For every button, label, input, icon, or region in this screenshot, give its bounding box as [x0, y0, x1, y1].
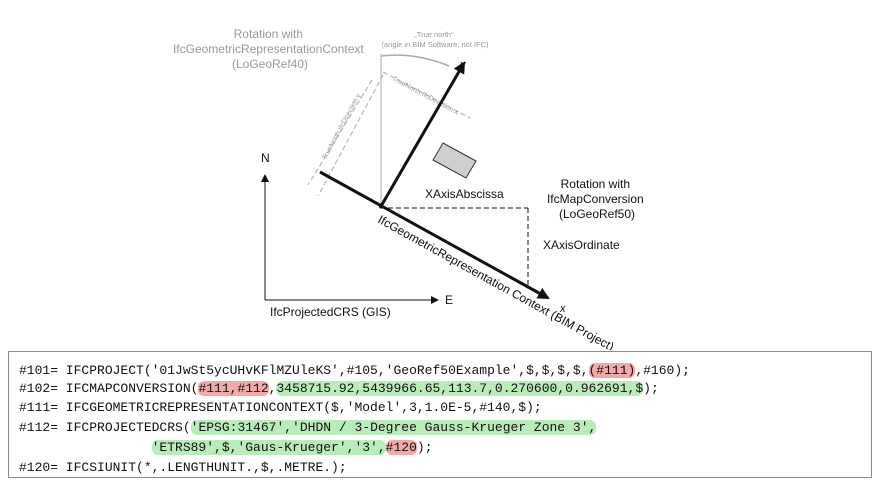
axis-y-label: y: [459, 59, 467, 71]
building-rectangle: [432, 142, 477, 179]
true-north-line-2: (angle in BIM Software, not IFC): [381, 40, 489, 49]
context-rotation-line-3: (LoGeoRef40): [232, 57, 308, 71]
code-text: #111= IFCGEOMETRICREPRESENTATIONCONTEXT(…: [19, 400, 542, 415]
highlight-reference: #120: [385, 440, 417, 455]
true-north-y-label: TrueNorth.IfcDirection.y: [322, 92, 363, 161]
bim-context-label: IfcGeometricRepresentation Context (BIM …: [376, 212, 617, 350]
code-text: );: [416, 440, 433, 455]
map-conversion-line-1: Rotation with: [561, 177, 630, 191]
code-line: 'ETRS89',$,'Gaus-Krueger','3',#120);: [19, 440, 433, 456]
true-north-x-label: TrueNorth.IfcDirection.x: [391, 76, 460, 117]
true-north-y-dashed-2: [307, 79, 373, 186]
code-text: );: [643, 381, 659, 396]
gis-crs-label: IfcProjectedCRS (GIS): [270, 305, 391, 319]
highlight-value: 3458715.92,5439966.65,113.7,0.270600,0.9…: [276, 381, 644, 396]
context-rotation-line-1: Rotation with: [234, 27, 303, 41]
bim-x-axis: [319, 170, 550, 300]
map-conversion-line-3: (LoGeoRef50): [559, 207, 635, 221]
context-rotation-label: Rotation with IfcGeometricRepresentation…: [173, 27, 367, 71]
georef-diagram: N E IfcProjectedCRS (GIS) Rotation with …: [173, 27, 647, 350]
code-text: [19, 440, 152, 455]
map-conversion-line-2: IfcMapConversion: [547, 192, 644, 206]
true-north-line-1: „True north“: [414, 30, 454, 39]
east-label: E: [445, 293, 453, 307]
rotation-arc: [380, 54, 450, 67]
context-rotation-line-2: IfcGeometricRepresentationContext: [173, 42, 364, 56]
highlight-value: 'EPSG:31467','DHDN / 3-Degree Gauss-Krue…: [190, 420, 597, 435]
code-line: #120= IFCSIUNIT(*,.LENGTHUNIT.,$,.METRE.…: [19, 460, 347, 476]
highlight-value: 'ETRS89',$,'Gaus-Krueger','3',: [151, 440, 386, 455]
code-text: #112= IFCPROJECTEDCRS(: [19, 420, 191, 435]
true-north-x-dashed: [382, 71, 471, 119]
bim-y-axis: [378, 61, 466, 209]
code-text: #102= IFCMAPCONVERSION(: [19, 381, 199, 396]
highlight-reference: #111,#112: [198, 381, 269, 396]
x-abscissa-label: XAxisAbscissa: [425, 187, 504, 201]
map-conversion-label: Rotation with IfcMapConversion (LoGeoRef…: [547, 177, 647, 221]
code-text: ,#160);: [635, 363, 690, 378]
code-text: #101= IFCPROJECT('01JwSt5ycUHvKFlMZUleKS…: [19, 363, 589, 378]
code-text: ,: [268, 381, 277, 396]
code-line: #111= IFCGEOMETRICREPRESENTATIONCONTEXT(…: [19, 400, 542, 416]
axis-x-label: x: [559, 303, 566, 315]
code-line: #101= IFCPROJECT('01JwSt5ycUHvKFlMZUleKS…: [19, 363, 690, 379]
north-label: N: [261, 151, 270, 165]
ifc-code-block: #101= IFCPROJECT('01JwSt5ycUHvKFlMZUleKS…: [8, 351, 872, 478]
code-line: #112= IFCPROJECTEDCRS('EPSG:31467','DHDN…: [19, 420, 597, 436]
code-text: #120= IFCSIUNIT(*,.LENGTHUNIT.,$,.METRE.…: [19, 460, 347, 475]
true-north-label: „True north“ (angle in BIM Software, not…: [381, 30, 489, 49]
highlight-reference: (#111): [588, 363, 636, 378]
code-line: #102= IFCMAPCONVERSION(#111,#112,3458715…: [19, 381, 659, 397]
x-ordinate-label: XAxisOrdinate: [543, 238, 620, 252]
